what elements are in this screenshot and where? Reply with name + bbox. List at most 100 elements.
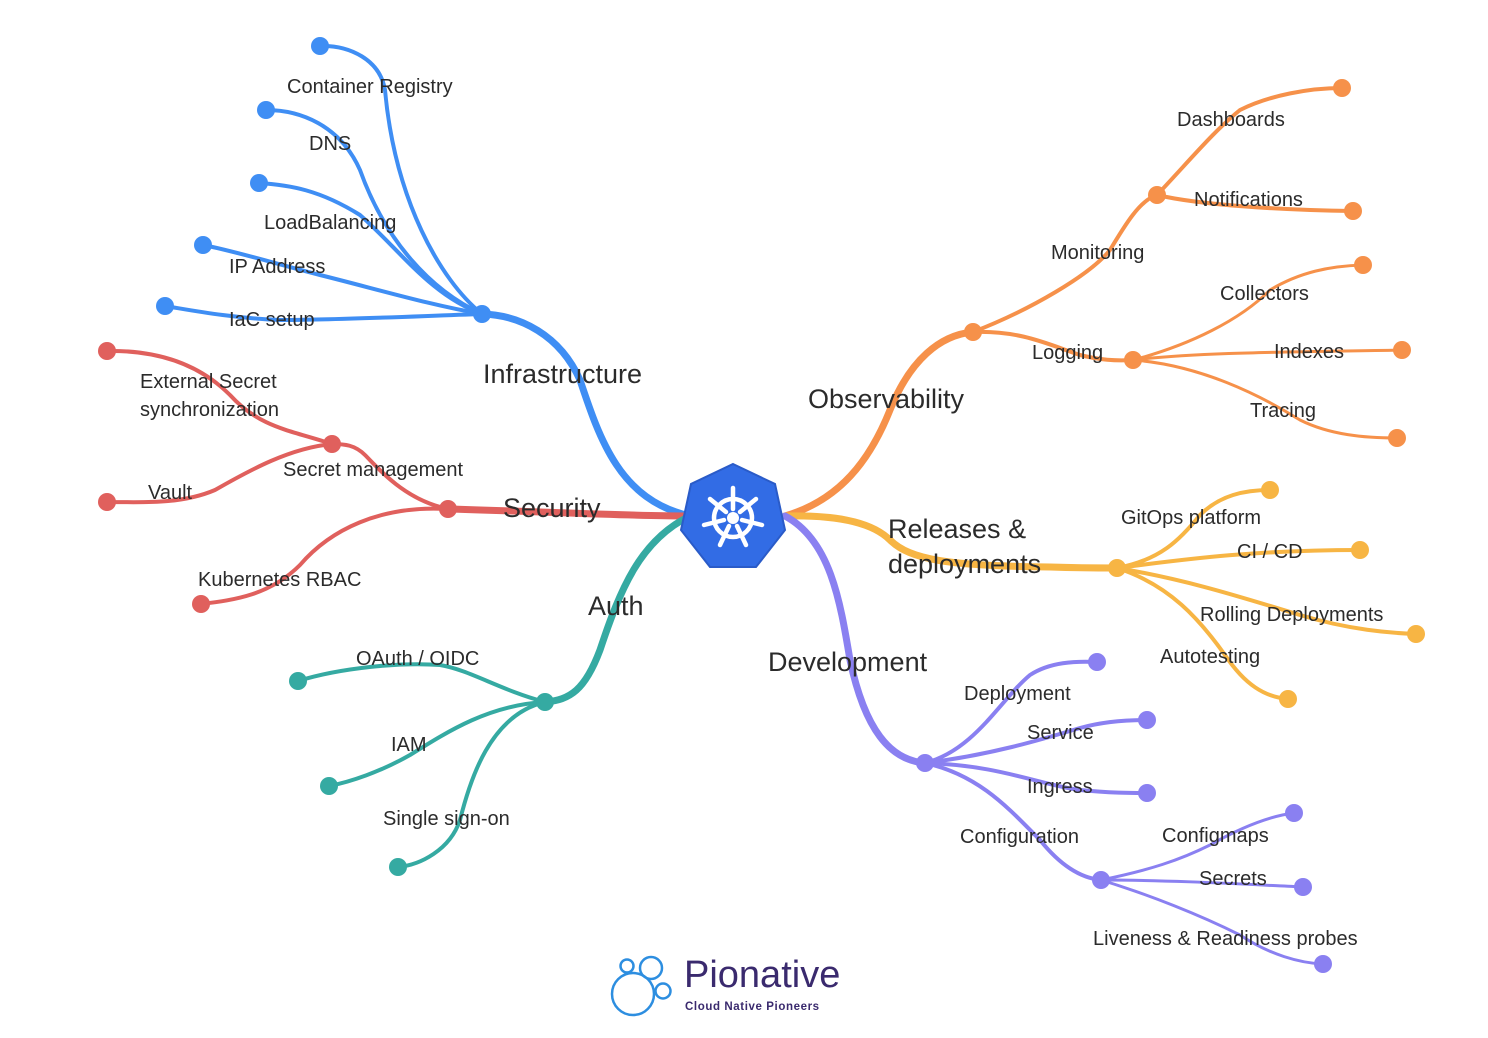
cicd-dot: [1351, 541, 1369, 559]
security-label: Security: [503, 493, 601, 523]
iac-setup-line: [163, 304, 484, 323]
deployment-dot: [1088, 653, 1106, 671]
notifications-line: [1155, 193, 1355, 213]
observability-main-line: [781, 328, 977, 520]
auth-label: Auth: [588, 591, 644, 621]
auth-node: [536, 693, 554, 711]
security-node: [439, 500, 457, 518]
secret-management-label: Secret management: [283, 459, 464, 481]
auth-main-line: [541, 512, 694, 706]
cicd-line: [1115, 548, 1362, 570]
vault-line: [105, 442, 334, 505]
external-secret-line: [105, 348, 334, 446]
configuration-node: [1092, 871, 1110, 889]
tracing-dot: [1388, 429, 1406, 447]
observability-node: [964, 323, 982, 341]
observability-label: Observability: [808, 384, 965, 414]
releases-node: [1108, 559, 1126, 577]
container-registry-label: Container Registry: [287, 76, 453, 98]
autotesting-dot: [1279, 690, 1297, 708]
gitops-dot: [1261, 481, 1279, 499]
autotesting-label: Autotesting: [1160, 646, 1260, 668]
secret-management-node: [323, 435, 341, 453]
rbac-label: Kubernetes RBAC: [198, 569, 361, 591]
iac-setup-label: IaC setup: [229, 309, 315, 331]
rolling-line: [1115, 566, 1418, 636]
releases-main-line: [781, 512, 1121, 572]
secrets-line: [1099, 878, 1305, 889]
collectors-label: Collectors: [1220, 283, 1309, 305]
development-branch: [781, 512, 1332, 973]
ip-address-line: [201, 243, 484, 316]
indexes-label: Indexes: [1274, 341, 1344, 363]
external-secret-label-line1: External Secret: [140, 371, 277, 393]
monitoring-line: [971, 193, 1159, 334]
gitops-line: [1115, 488, 1272, 570]
iam-line: [327, 700, 547, 788]
external-secret-dot: [98, 342, 116, 360]
gitops-label: GitOps platform: [1121, 507, 1261, 529]
development-main-line: [781, 512, 929, 767]
indexes-dot: [1393, 341, 1411, 359]
loadbalancing-line: [257, 181, 484, 316]
vault-dot: [98, 493, 116, 511]
observability-branch: [781, 79, 1411, 520]
releases-branch: [781, 481, 1425, 708]
logging-line: [971, 329, 1135, 363]
iac-setup-dot: [156, 297, 174, 315]
collectors-line: [1131, 263, 1365, 362]
cicd-label: CI / CD: [1237, 541, 1303, 563]
sso-label: Single sign-on: [383, 808, 510, 830]
dns-label: DNS: [309, 133, 351, 155]
configmaps-line: [1099, 811, 1296, 882]
sso-dot: [389, 858, 407, 876]
configmaps-dot: [1285, 804, 1303, 822]
kubernetes-helm-icon: [679, 462, 787, 568]
loadbalancing-label: LoadBalancing: [264, 212, 396, 234]
releases-label-line1: Releases &: [888, 514, 1026, 544]
infrastructure-label: Infrastructure: [483, 359, 642, 389]
brand-tagline: Cloud Native Pioneers: [685, 1001, 820, 1013]
indexes-line: [1131, 348, 1404, 362]
brand-name: Pionative: [684, 954, 840, 996]
development-node: [916, 754, 934, 772]
dns-dot: [257, 101, 275, 119]
oauth-line: [296, 662, 547, 704]
tracing-label: Tracing: [1250, 400, 1316, 422]
infrastructure-branch: [156, 37, 694, 520]
probes-line: [1099, 878, 1325, 966]
probes-dot: [1314, 955, 1332, 973]
monitoring-label: Monitoring: [1051, 242, 1144, 264]
loadbalancing-dot: [250, 174, 268, 192]
service-label: Service: [1027, 722, 1094, 744]
container-registry-dot: [311, 37, 329, 55]
deployment-line: [923, 659, 1099, 765]
notifications-dot: [1344, 202, 1362, 220]
autotesting-line: [1115, 566, 1290, 701]
notifications-label: Notifications: [1194, 189, 1303, 211]
secrets-dot: [1294, 878, 1312, 896]
rbac-line: [199, 506, 450, 606]
ingress-dot: [1138, 784, 1156, 802]
configuration-line: [923, 761, 1103, 882]
probes-label: Liveness & Readiness probes: [1093, 928, 1358, 950]
rbac-dot: [192, 595, 210, 613]
logging-label: Logging: [1032, 342, 1103, 364]
infrastructure-node: [473, 305, 491, 323]
rolling-dot: [1407, 625, 1425, 643]
iam-dot: [320, 777, 338, 795]
vault-label: Vault: [148, 482, 193, 504]
infrastructure-main-line: [478, 310, 694, 520]
security-branch: [98, 342, 694, 613]
dashboards-line: [1155, 86, 1344, 197]
ip-address-dot: [194, 236, 212, 254]
bubbles-logo-icon: [610, 955, 672, 1017]
ingress-line: [923, 761, 1149, 795]
iam-label: IAM: [391, 734, 427, 756]
sso-line: [396, 700, 547, 869]
rolling-label: Rolling Deployments: [1200, 604, 1383, 626]
development-label: Development: [768, 647, 928, 677]
auth-branch: [289, 512, 694, 876]
monitoring-node: [1148, 186, 1166, 204]
